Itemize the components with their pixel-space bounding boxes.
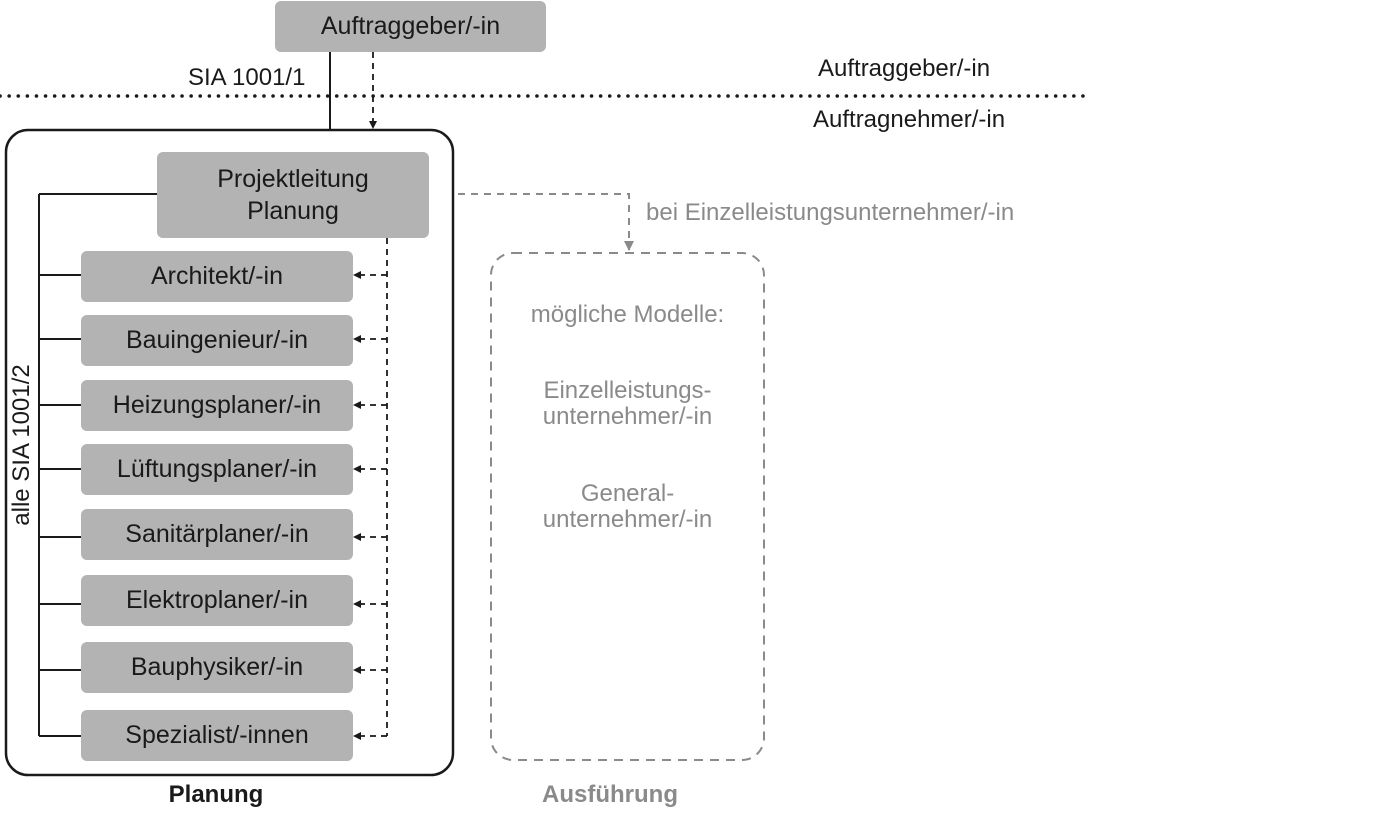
project-lead-line2: Planung [247,197,339,225]
planner-label: Heizungsplaner/-in [112,391,322,420]
client-box: Auftraggeber/-in [275,1,546,52]
planning-caption: Planung [168,781,264,808]
model-general-contractor: General- unternehmer/-in [491,481,764,533]
execution-frame [490,252,765,761]
zone-label-client: Auftraggeber/-in [818,55,991,82]
planner-label: Architekt/-in [151,262,283,291]
planner-label: Bauphysiker/-in [130,653,304,682]
model-single-contractor-line2: unternehmer/-in [542,403,713,430]
planner-box: Heizungsplaner/-in [81,380,353,431]
execution-link-arrow [458,193,634,251]
planner-box: Bauphysiker/-in [81,642,353,693]
model-single-contractor-line1: Einzelleistungs- [543,377,712,404]
planner-label: Bauingenieur/-in [125,326,309,355]
execution-models-heading: mögliche Modelle: [530,301,725,328]
contract-label-sia-1001-2: alle SIA 1001/2 [8,364,35,526]
contract-label-sia-1001-1: SIA 1001/1 [188,64,306,91]
planner-box: Bauingenieur/-in [81,315,353,366]
planner-box: Elektroplaner/-in [81,575,353,626]
execution-link-note: bei Einzelleistungsunternehmer/-in [646,199,1015,226]
planner-label: Elektroplaner/-in [125,586,309,615]
execution-caption: Ausführung [542,781,678,808]
planner-box: Architekt/-in [81,251,353,302]
project-lead-box: Projektleitung Planung [157,152,429,238]
planner-box: Lüftungsplaner/-in [81,444,353,495]
planner-box: Spezialist/-innen [81,710,353,761]
planner-label: Spezialist/-innen [125,721,309,750]
planner-box: Sanitärplaner/-in [81,509,353,560]
model-general-contractor-line2: unternehmer/-in [542,506,713,533]
client-box-label: Auftraggeber/-in [320,12,501,41]
planner-label: Lüftungsplaner/-in [116,455,318,484]
zone-label-contractor: Auftragnehmer/-in [813,106,1006,133]
model-single-contractor: Einzelleistungs- unternehmer/-in [491,378,764,430]
model-general-contractor-line1: General- [580,480,675,507]
project-lead-line1: Projektleitung [217,164,369,193]
planning-frame [4,128,455,777]
planner-label: Sanitärplaner/-in [125,520,309,549]
